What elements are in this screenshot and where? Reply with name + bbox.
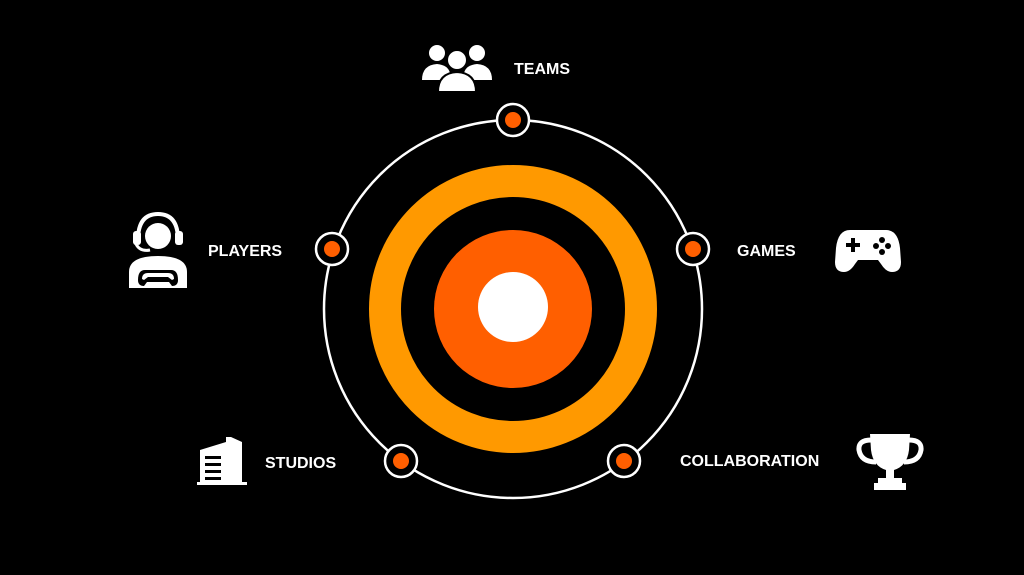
- label-games: GAMES: [737, 243, 796, 260]
- trophy-icon: [856, 434, 924, 490]
- game-controller-icon: [835, 230, 901, 272]
- team-icon: [422, 45, 492, 93]
- node-games: [675, 231, 711, 267]
- node-teams: [495, 102, 531, 138]
- label-collaboration: COLLABORATION: [680, 453, 820, 470]
- outer-orange-ring: [369, 165, 657, 453]
- node-studios: [383, 443, 419, 479]
- label-teams: TEAMS: [514, 61, 570, 78]
- label-players: PLAYERS: [208, 243, 283, 260]
- label-studios: STUDIOS: [265, 455, 337, 472]
- center-core: [478, 272, 548, 342]
- player-headset-icon: [129, 211, 187, 288]
- node-players: [314, 231, 350, 267]
- building-icon: [197, 437, 247, 485]
- node-collaboration: [606, 443, 642, 479]
